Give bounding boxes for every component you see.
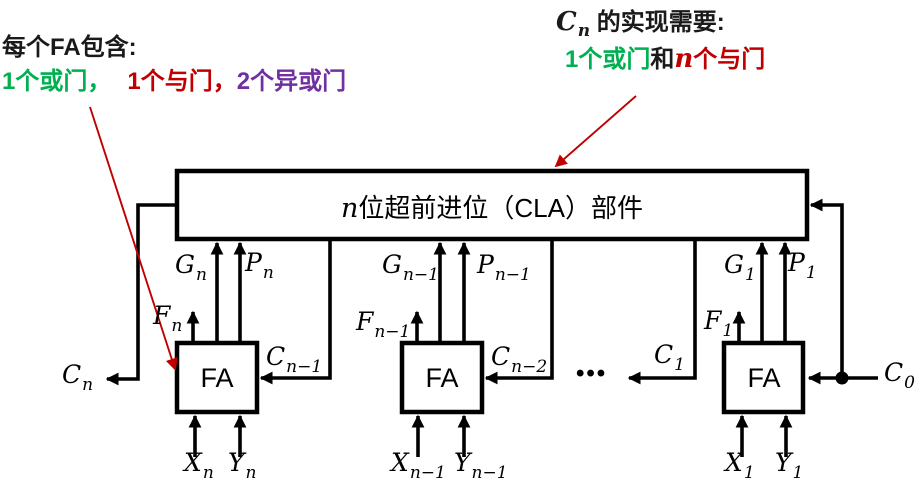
note-segment-and-gates: 个与门 xyxy=(693,45,766,73)
note-segment-xor-gate: 2个异或门 xyxy=(236,68,347,95)
note-each-fa-detail: 1个或门， 1个与门，2个异或门 xyxy=(2,67,346,97)
wire-cn-2 xyxy=(484,239,554,385)
note-each-fa: 每个FA包含: 1个或门， 1个与门，2个异或门 xyxy=(2,33,346,97)
fa-label-n-1: FA xyxy=(425,363,459,393)
junction-dot xyxy=(835,371,849,385)
label-cn-1: Cn−1 xyxy=(266,342,323,377)
label-y1: Y1 xyxy=(775,448,804,483)
label-cn-2: Cn−2 xyxy=(491,342,548,377)
fa-box-n xyxy=(174,340,260,415)
label-yn: Yn xyxy=(228,448,257,483)
cla-box-label: n位超前进位（CLA）部件 xyxy=(341,193,643,224)
note-cn-detail: 1个或门和n个与门 xyxy=(565,43,765,76)
note-segment-or-gate: 1个或门， xyxy=(2,68,112,95)
label-f1: F1 xyxy=(704,306,734,341)
label-xn: Xn xyxy=(184,448,214,483)
wire-cn-1 xyxy=(259,239,332,385)
label-fn-1: Fn−1 xyxy=(356,307,411,342)
ellipsis-dots: ••• xyxy=(576,360,608,387)
wire-cn-out xyxy=(105,203,177,386)
label-pn-1: Pn−1 xyxy=(477,250,531,285)
label-x1: X1 xyxy=(725,448,755,483)
label-c0: C0 xyxy=(884,358,915,393)
note-segment-and-word: 和 xyxy=(650,45,675,73)
label-xn-1: Xn−1 xyxy=(391,448,446,483)
red-arrow-to-fa xyxy=(89,106,178,371)
note-segment-or: 1个或门 xyxy=(565,45,651,73)
label-pn: Pn xyxy=(245,248,274,283)
label-p1: P1 xyxy=(788,248,817,283)
label-gn: Gn xyxy=(175,250,207,285)
annotation-arrows xyxy=(89,95,637,371)
boxes xyxy=(174,168,810,415)
label-fn: Fn xyxy=(153,301,183,336)
wire-c1 xyxy=(627,239,697,385)
note-each-fa-title: 每个FA包含: xyxy=(2,34,137,61)
fa-box-1 xyxy=(721,340,806,415)
cla-box xyxy=(174,168,810,242)
note-segment-and-gate: 1个与门， xyxy=(127,68,237,95)
wire-c0-riser xyxy=(809,198,844,378)
red-arrow-to-cla xyxy=(554,95,637,168)
label-cn-out: Cn xyxy=(62,360,94,395)
note-cn-implementation: Cn 的实现需要: 1个或门和n个与门 xyxy=(556,6,765,75)
note-cn-title: Cn 的实现需要: xyxy=(556,7,725,41)
note-segment-n-var: n xyxy=(674,43,694,74)
label-yn-1: Yn−1 xyxy=(454,448,508,483)
fa-label-n: FA xyxy=(200,363,234,393)
wires xyxy=(105,198,878,457)
fa-label-1: FA xyxy=(747,363,781,393)
cn-math: Cn xyxy=(556,7,591,41)
label-g1: G1 xyxy=(724,250,756,285)
fa-box-n-1 xyxy=(399,340,485,415)
label-c1: C1 xyxy=(654,340,685,375)
label-gn-1: Gn−1 xyxy=(382,250,439,285)
